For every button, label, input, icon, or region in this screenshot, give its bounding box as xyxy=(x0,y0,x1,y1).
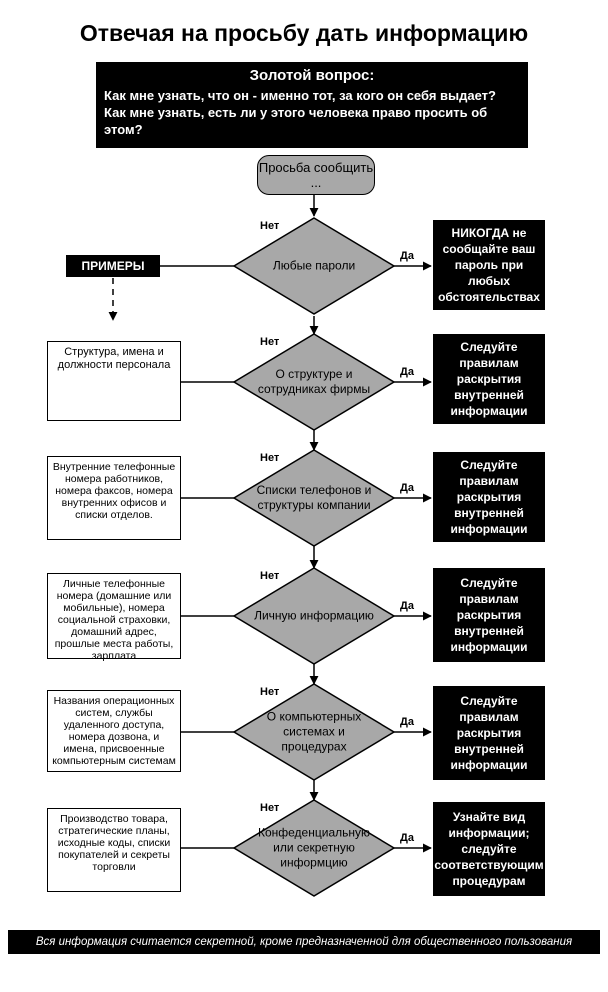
page-title: Отвечая на просьбу дать информацию xyxy=(79,20,529,46)
footer-note: Вся информация считается секретной, кром… xyxy=(8,930,600,954)
decision-diamond-6 xyxy=(232,799,396,897)
decision-diamond-1 xyxy=(232,217,396,315)
example-box-3: Личные телефонные номера (домашние или м… xyxy=(47,573,181,662)
example-box-2: Внутренние телефонные номера работников,… xyxy=(47,456,181,540)
decision-text-6: Конфеденциальную или секретную информцию xyxy=(257,825,370,870)
golden-question-title: Золотой вопрос: xyxy=(249,67,375,84)
no-label-4: Нет xyxy=(260,570,280,582)
example-box-4: Названия операционных систем, службы уда… xyxy=(47,690,181,772)
decision-text-2: О структуре и сотрудниках фирмы xyxy=(257,367,371,396)
result-box-6: Узнайте вид информации; следуйте соответ… xyxy=(433,802,545,896)
golden-question-box: Золотой вопрос: Как мне узнать, что он -… xyxy=(96,62,528,148)
example-box-5: Производство товара, стратегические план… xyxy=(47,808,181,892)
examples-label: ПРИМЕРЫ xyxy=(66,255,160,277)
golden-question-line-3: этом? xyxy=(104,122,143,137)
no-label-6: Нет xyxy=(260,802,280,814)
example-box-1: Структура, имена и должности персонала xyxy=(47,341,181,421)
yes-label-3: Да xyxy=(400,482,414,494)
decision-diamond-4 xyxy=(232,567,396,665)
no-label-5: Нет xyxy=(260,686,280,698)
decision-text-3: Списки телефонов и структуры компании xyxy=(256,483,372,512)
result-box-2: Следуйте правилам раскрытия внутренней и… xyxy=(433,334,545,424)
result-box-5: Следуйте правилам раскрытия внутренней и… xyxy=(433,686,545,780)
yes-label-2: Да xyxy=(400,366,414,378)
no-label-3: Нет xyxy=(260,452,280,464)
yes-label-6: Да xyxy=(400,832,414,844)
yes-label-4: Да xyxy=(400,600,414,612)
decision-diamond-2 xyxy=(232,333,396,431)
golden-question-line-1: Как мне узнать, что он - именно тот, за … xyxy=(104,88,496,103)
no-label-1: Нет xyxy=(260,220,280,232)
golden-question-line-2: Как мне узнать, есть ли у этого человека… xyxy=(104,105,488,120)
result-box-4: Следуйте правилам раскрытия внутренней и… xyxy=(433,568,545,662)
result-box-1: НИКОГДА не сообщайте ваш пароль при любы… xyxy=(433,220,545,310)
decision-text-1: Любые пароли xyxy=(272,258,356,273)
decision-diamond-3 xyxy=(232,449,396,547)
yes-label-1: Да xyxy=(400,250,414,262)
result-box-3: Следуйте правилам раскрытия внутренней и… xyxy=(433,452,545,542)
decision-text-5: О компьютерных системах и процедурах xyxy=(266,709,362,754)
decision-text-4: Личную информацию xyxy=(254,608,374,623)
no-label-2: Нет xyxy=(260,336,280,348)
start-node: Просьба сообщить ... xyxy=(257,155,375,195)
yes-label-5: Да xyxy=(400,716,414,728)
decision-diamond-5 xyxy=(232,683,396,781)
